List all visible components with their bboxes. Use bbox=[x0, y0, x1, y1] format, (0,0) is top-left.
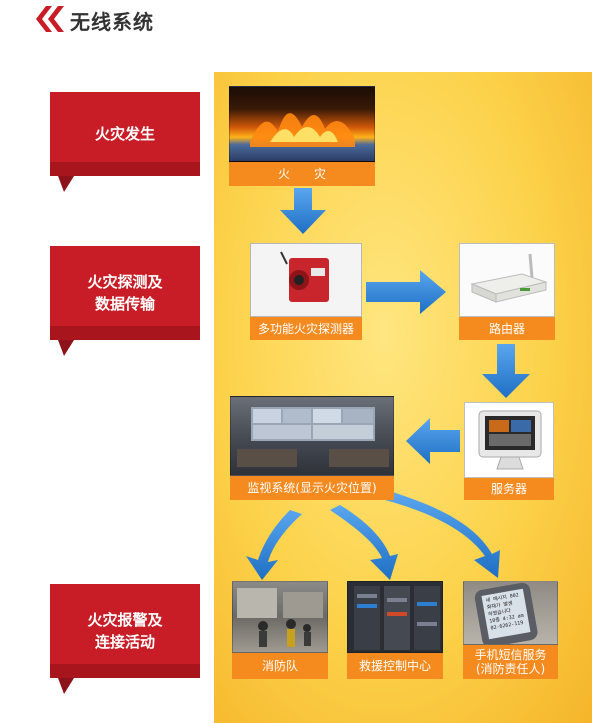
firefighters-image bbox=[232, 581, 328, 653]
curved-arrow-icon bbox=[385, 492, 500, 578]
node-sms-service: 새 메시지 002 화재가 발생 하였습니다 10층 4:32 am 02-62… bbox=[463, 581, 558, 679]
router-icon bbox=[470, 253, 548, 303]
node-server: 服务器 bbox=[464, 402, 554, 500]
phone-image: 새 메시지 002 화재가 발생 하였습니다 10층 4:32 am 02-62… bbox=[463, 581, 558, 645]
curved-arrow-icon bbox=[330, 505, 398, 580]
node-label: 手机短信服务 (消防责任人) bbox=[463, 645, 558, 679]
stage-label: 火灾报警及 连接活动 bbox=[87, 611, 163, 651]
page-title: 无线系统 bbox=[70, 10, 154, 34]
firefighters-icon bbox=[237, 588, 323, 647]
monitor-icon bbox=[478, 410, 542, 470]
control-room-image bbox=[230, 396, 394, 476]
stage-label: 火灾发生 bbox=[94, 125, 155, 143]
arrow-left-icon bbox=[406, 418, 460, 464]
node-label: 服务器 bbox=[464, 478, 554, 500]
header: 无线系统 bbox=[0, 0, 600, 50]
stage-label: 火灾探测及 数据传输 bbox=[87, 273, 163, 313]
node-label: 救援控制中心 bbox=[347, 653, 443, 679]
ribbon-shape bbox=[50, 92, 200, 192]
equipment-rack-image bbox=[347, 581, 443, 653]
router-image bbox=[459, 243, 555, 317]
fire-detector-icon bbox=[280, 251, 329, 302]
detector-image bbox=[250, 243, 362, 317]
flame-icon bbox=[250, 113, 355, 147]
node-label: 火 灾 bbox=[229, 162, 375, 186]
node-fire-brigade: 消防队 bbox=[232, 581, 328, 679]
node-monitoring-system: 监视系统(显示火灾位置) bbox=[230, 396, 394, 500]
node-rescue-center: 救援控制中心 bbox=[347, 581, 443, 679]
stage-tag-detection: 火灾探测及 数据传输 bbox=[50, 246, 210, 356]
arrow-right-icon bbox=[366, 270, 446, 314]
node-detector: 多功能火灾探测器 bbox=[250, 243, 362, 340]
node-label: 路由器 bbox=[459, 317, 555, 340]
stage-tag-alarm: 火灾报警及 连接活动 bbox=[50, 584, 210, 694]
fire-image bbox=[229, 86, 375, 162]
mobile-phone-icon bbox=[474, 582, 538, 644]
arrow-down-icon bbox=[482, 344, 530, 398]
node-label: 消防队 bbox=[232, 653, 328, 679]
control-room-icon bbox=[237, 407, 389, 467]
arrow-down-icon bbox=[280, 188, 326, 234]
stage-tag-fire-occurs: 火灾发生 bbox=[50, 92, 210, 192]
node-router: 路由器 bbox=[459, 243, 555, 340]
node-label: 多功能火灾探测器 bbox=[250, 317, 362, 340]
server-image bbox=[464, 402, 554, 478]
server-rack-icon bbox=[354, 586, 440, 650]
ribbon-shape bbox=[50, 584, 200, 694]
curved-arrow-icon bbox=[246, 510, 302, 580]
ribbon-shape bbox=[50, 246, 200, 356]
double-chevron-left-icon bbox=[36, 6, 64, 32]
node-label: 监视系统(显示火灾位置) bbox=[230, 476, 394, 500]
node-fire: 火 灾 bbox=[229, 86, 375, 186]
